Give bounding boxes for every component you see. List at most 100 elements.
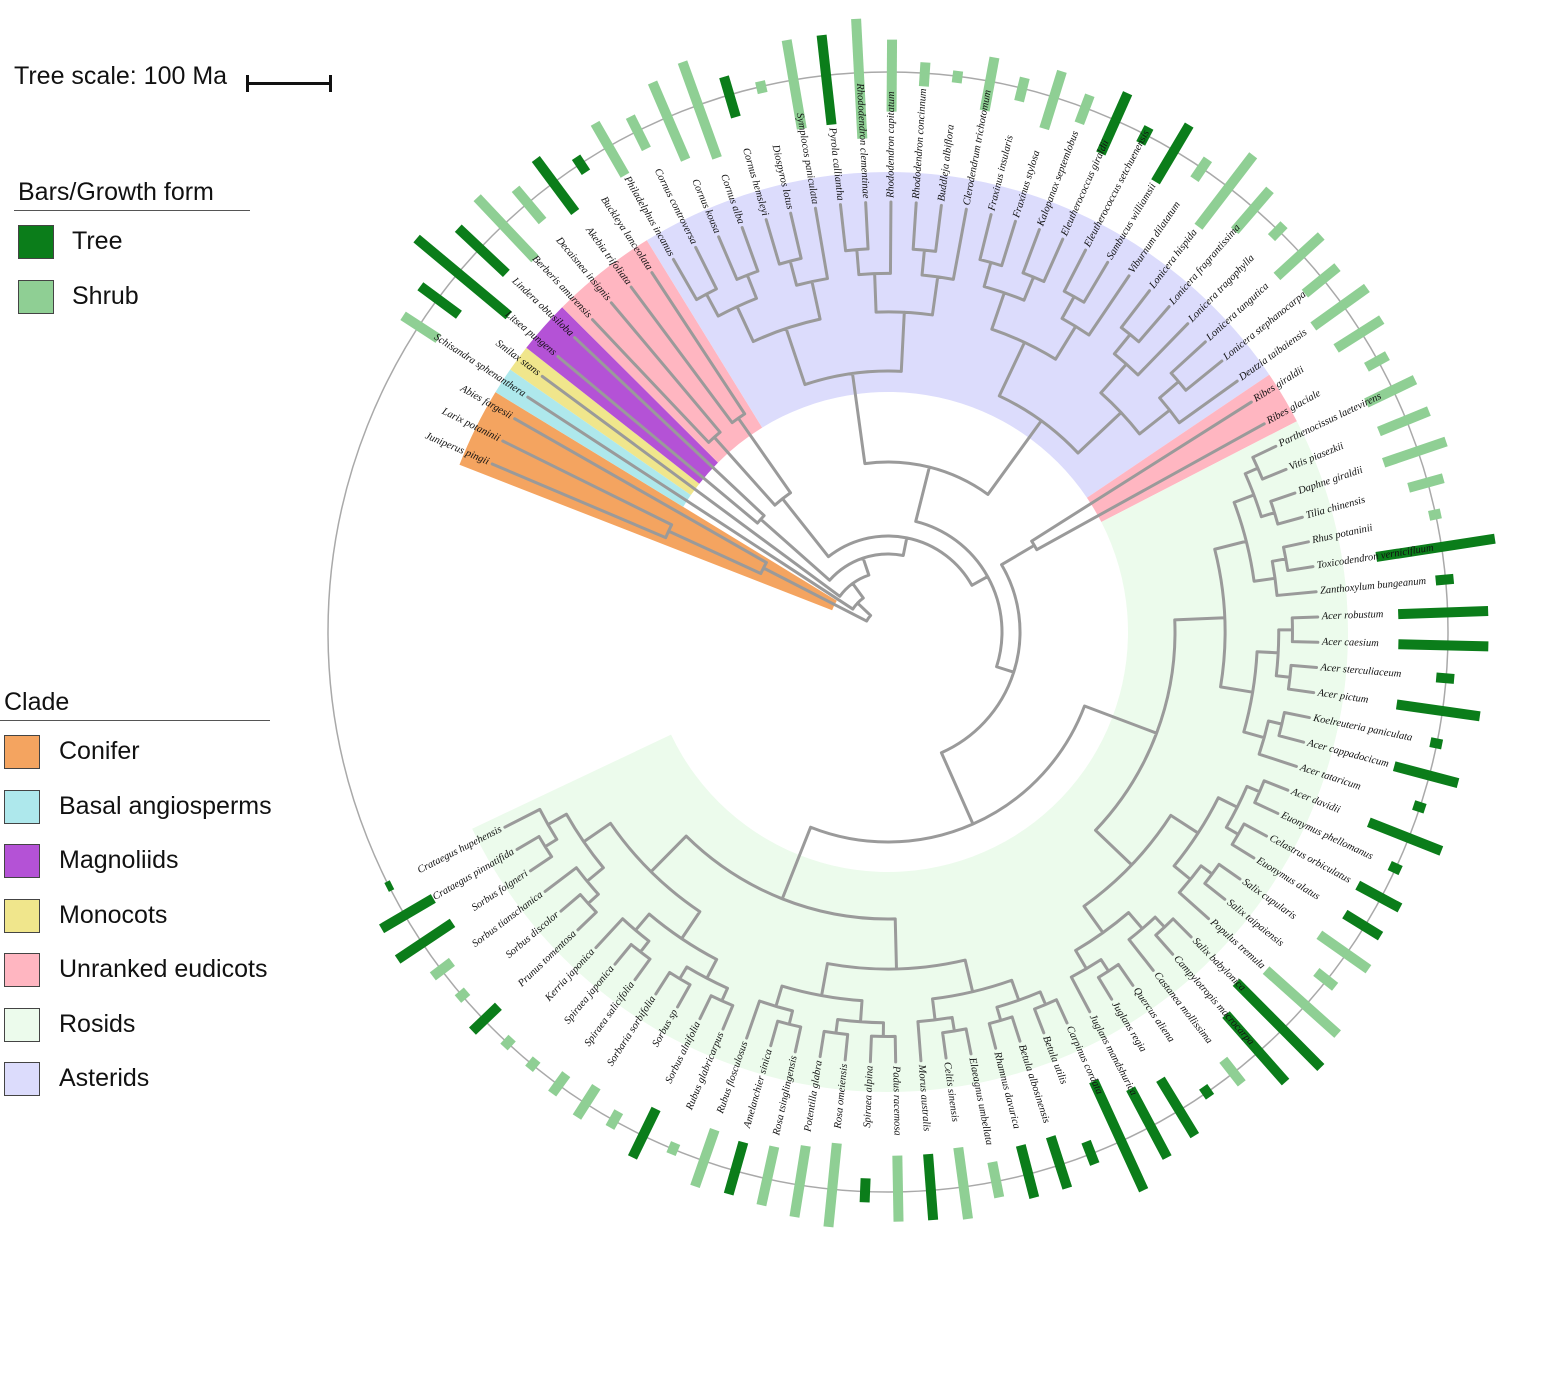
basal-angiosperms-swatch	[4, 789, 40, 824]
tree-swatch	[18, 225, 54, 259]
unranked-eudicots-swatch	[4, 953, 40, 987]
growth-bar	[781, 39, 807, 130]
growth-bar	[666, 1141, 681, 1157]
legend-item-conifer: Conifer	[0, 735, 270, 790]
legend-divider	[0, 720, 270, 721]
growth-bar	[1387, 860, 1403, 876]
legend-label-unranked-eudicots: Unranked eudicots	[59, 955, 268, 983]
growth-bar	[1262, 966, 1341, 1038]
growth-bar	[987, 1161, 1005, 1199]
growth-bar	[1428, 508, 1442, 521]
rosids-swatch	[4, 1007, 40, 1042]
growth-bar	[789, 1145, 811, 1218]
legend-item-asterids: Asterids	[0, 1062, 270, 1117]
growth-form-bars	[379, 18, 1496, 1228]
growth-bar	[1407, 473, 1445, 493]
growth-bar	[590, 120, 630, 178]
legend-label-tree: Tree	[72, 227, 123, 255]
growth-bar	[1382, 436, 1448, 468]
growth-bar	[379, 894, 436, 934]
growth-form-legend-title: Bars/Growth form	[18, 178, 214, 206]
growth-bar	[473, 194, 539, 263]
growth-bar	[1194, 152, 1258, 230]
growth-bar	[468, 1002, 502, 1035]
sector-magnoliids	[526, 307, 719, 484]
legend-label-asterids: Asterids	[59, 1064, 150, 1092]
growth-bar	[1273, 232, 1325, 281]
growth-bar	[511, 185, 547, 225]
growth-bar	[1081, 1139, 1100, 1166]
growth-bar	[384, 880, 395, 892]
growth-bar	[1045, 1135, 1073, 1190]
asterids-swatch	[4, 1062, 40, 1096]
legend-divider	[14, 210, 250, 211]
growth-bar	[1375, 533, 1496, 562]
shrub-swatch	[18, 279, 54, 314]
growth-bar	[1219, 1056, 1246, 1087]
growth-bar	[823, 1142, 842, 1228]
legend-item-shrub: Shrub	[14, 279, 250, 335]
growth-bar	[755, 80, 768, 95]
sector-unranked-eudicots	[1086, 374, 1297, 523]
sector-rosids	[472, 421, 1349, 1093]
species-label: Spiraea alpina	[862, 1065, 876, 1128]
growth-bar	[723, 1140, 749, 1196]
growth-bar	[1316, 930, 1372, 974]
growth-bar	[1199, 1084, 1215, 1100]
growth-bar	[548, 1071, 571, 1097]
growth-bar	[1398, 639, 1489, 652]
species-label: Acer caesium	[1321, 637, 1380, 649]
growth-bar	[1039, 69, 1067, 131]
growth-bar	[953, 1146, 973, 1220]
growth-bar	[756, 1145, 780, 1207]
legend-label-magnoliids: Magnoliids	[59, 846, 179, 874]
growth-form-legend: Bars/Growth form Tree Shrub	[14, 178, 250, 334]
growth-bar	[400, 311, 442, 343]
growth-bar	[1015, 1144, 1040, 1199]
growth-bar	[677, 60, 722, 160]
conifer-swatch	[4, 735, 40, 769]
growth-bar	[1366, 817, 1444, 856]
legend-label-monocots: Monocots	[59, 900, 168, 929]
species-label: Padus racemosa	[890, 1065, 902, 1136]
growth-bar	[1395, 699, 1481, 722]
growth-bar	[719, 75, 741, 119]
sector-conifer	[459, 392, 837, 611]
species-label: Eleutherococcus setchuenensis	[1082, 129, 1152, 250]
branch-paths	[490, 200, 1320, 1064]
growth-bar	[979, 56, 1000, 112]
growth-bar	[951, 70, 964, 84]
growth-bar	[1126, 1086, 1172, 1160]
growth-bar	[1096, 91, 1133, 156]
growth-bar	[1313, 967, 1339, 991]
growth-bar	[1074, 93, 1095, 126]
growth-bar	[413, 234, 512, 320]
legend-item-unranked-eudicots: Unranked eudicots	[0, 953, 270, 1008]
tree-scale-label: Tree scale: 100 Ma	[14, 62, 228, 90]
legend-label-basal-angiosperms: Basal angiosperms	[59, 791, 272, 820]
legend-item-basal-angiosperms: Basal angiosperms	[0, 789, 272, 845]
growth-bar	[1232, 978, 1325, 1072]
growth-bar	[1412, 800, 1427, 814]
growth-bar	[859, 1178, 871, 1203]
species-label: Rhododendron capitatum	[885, 91, 897, 199]
growth-bar	[571, 154, 591, 175]
growth-bar	[627, 1106, 661, 1160]
species-label: Lonicera stephanocarpa	[1221, 289, 1309, 363]
growth-bar	[1333, 315, 1385, 353]
legend-label-shrub: Shrub	[72, 281, 139, 310]
growth-bar	[525, 1056, 541, 1072]
growth-bar	[1392, 761, 1460, 788]
growth-bar	[625, 114, 651, 152]
growth-bar	[454, 224, 510, 278]
growth-bar	[923, 1153, 939, 1221]
species-label: Morus australis	[916, 1063, 932, 1131]
growth-bar	[1089, 1079, 1149, 1193]
growth-bar	[1364, 375, 1418, 408]
tree-scale-bar	[246, 75, 332, 92]
growth-bar	[454, 987, 471, 1003]
growth-bar	[605, 1109, 624, 1130]
sector-asterids	[646, 172, 1270, 498]
growth-bar	[1429, 737, 1444, 750]
